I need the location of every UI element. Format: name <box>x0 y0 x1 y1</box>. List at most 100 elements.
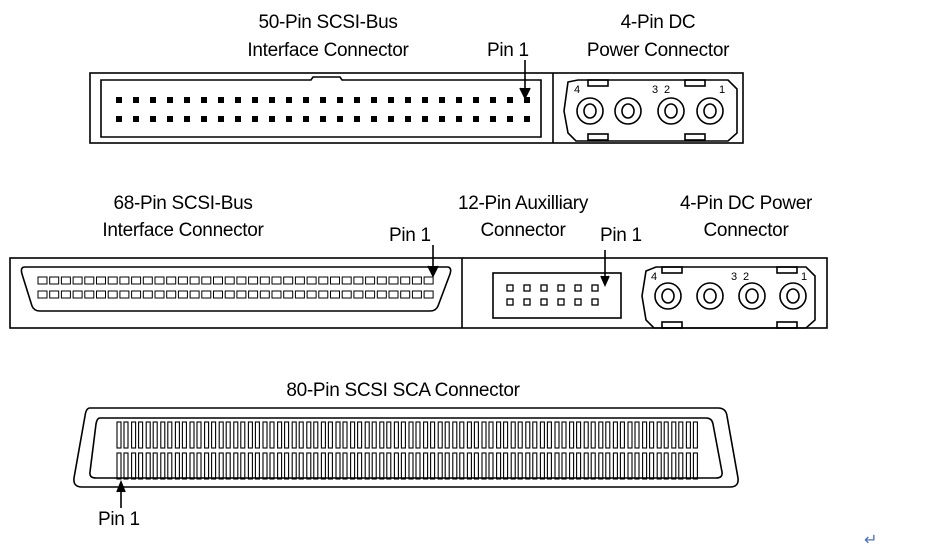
sca80-pin <box>510 452 516 480</box>
scsi68-pin <box>107 290 118 299</box>
sca80-pin <box>685 421 691 449</box>
sca80-pin <box>262 452 268 480</box>
aux12-pin <box>523 298 531 306</box>
scsi68-pin <box>107 276 118 285</box>
scsi68-connector <box>20 266 452 312</box>
sca80-pin <box>481 421 487 449</box>
sca80-pin <box>298 452 304 480</box>
scsi68-pin <box>388 276 399 285</box>
scsi68-pin <box>96 290 106 299</box>
sca80-pin <box>160 421 166 449</box>
scsi50-pin <box>269 97 275 103</box>
scsi50-pin <box>422 116 428 122</box>
scsi68-pin <box>411 290 422 299</box>
scsi50-pin <box>524 97 530 103</box>
top-power-connector <box>563 79 738 142</box>
sca80-pin <box>627 452 633 480</box>
sca80-pin <box>452 421 458 449</box>
scsi68-pin <box>271 276 282 285</box>
scsi68-pin <box>131 290 142 299</box>
scsi50-pin <box>269 116 275 122</box>
sca80-pin <box>189 452 195 480</box>
sca80-pin <box>649 421 655 449</box>
aux12-pin <box>523 284 531 292</box>
sca80-pin <box>342 421 348 449</box>
sca80-pin <box>364 421 370 449</box>
sca80-connector <box>73 407 739 488</box>
sca80-pin <box>379 452 385 480</box>
scsi50-pin <box>490 97 496 103</box>
sca80-pin <box>342 452 348 480</box>
scsi50-pin <box>490 116 496 122</box>
sca80-pin <box>233 421 239 449</box>
scsi68-pin <box>283 290 294 299</box>
sca80-pin <box>554 452 560 480</box>
bottom-pin1-arrow <box>116 479 126 508</box>
scsi68-pin <box>423 290 434 299</box>
scsi50-pin <box>116 97 122 103</box>
sca80-pin <box>306 452 312 480</box>
scsi68-pin <box>177 276 188 285</box>
top-power-pin-number-4: 4 <box>574 84 580 96</box>
sca80-pin <box>386 421 392 449</box>
scsi68-pin <box>365 290 376 299</box>
scsi68-pin <box>224 290 235 299</box>
sca80-pin <box>569 452 575 480</box>
sca80-pin <box>583 421 589 449</box>
sca80-pin <box>452 452 458 480</box>
sca80-pin <box>546 452 552 480</box>
scsi50-pin <box>405 116 411 122</box>
aux12-pin <box>506 298 514 306</box>
scsi50-label-line1: 50-Pin SCSI-Bus <box>258 12 398 33</box>
middle-power-pin-number-3: 3 <box>731 271 737 283</box>
scsi68-pin <box>318 276 329 285</box>
sca80-pin <box>313 421 319 449</box>
sca80-pin <box>510 421 516 449</box>
sca80-pin <box>138 452 144 480</box>
sca80-pin <box>423 421 429 449</box>
scsi68-pin <box>60 276 71 285</box>
aux12-pin <box>574 298 582 306</box>
scsi68-pin <box>294 290 305 299</box>
sca80-pin <box>619 452 625 480</box>
sca80-pin <box>181 421 187 449</box>
sca80-pin <box>590 452 596 480</box>
scsi68-pin <box>365 276 376 285</box>
scsi50-pin <box>337 97 343 103</box>
aux-label-line2: Connector <box>480 220 566 241</box>
sca80-pin <box>400 421 406 449</box>
scsi50-pin <box>133 116 139 122</box>
scsi50-pin <box>201 116 207 122</box>
sca80-pin <box>634 452 640 480</box>
scsi68-pin <box>119 276 130 285</box>
sca80-pin <box>473 421 479 449</box>
sca80-pin <box>131 421 137 449</box>
sca80-pin <box>131 452 137 480</box>
sca80-pin <box>277 421 283 449</box>
sca80-pin <box>269 452 275 480</box>
scsi50-pin <box>252 116 258 122</box>
sca80-pin <box>211 452 217 480</box>
top-drive-board <box>89 72 744 144</box>
sca80-pin <box>211 421 217 449</box>
scsi68-pins <box>37 276 434 299</box>
scsi50-pin <box>473 97 479 103</box>
sca80-pin <box>189 421 195 449</box>
scsi68-pin <box>189 290 200 299</box>
middle-pin1-arrow-a <box>427 245 439 278</box>
sca80-pin <box>415 421 421 449</box>
scsi50-pin <box>218 97 224 103</box>
scsi68-pin <box>49 276 60 285</box>
sca80-pin <box>692 452 698 480</box>
sca80-pin <box>517 421 523 449</box>
sca80-pin <box>327 452 333 480</box>
middle-power-connector <box>641 266 816 329</box>
scsi50-pin <box>286 97 292 103</box>
sca80-pin <box>145 452 151 480</box>
sca80-pin <box>598 421 604 449</box>
sca80-pin <box>503 421 509 449</box>
sca80-pin <box>503 452 509 480</box>
scsi50-pin <box>507 116 513 122</box>
sca80-pin <box>678 421 684 449</box>
scsi68-pin <box>84 290 95 299</box>
